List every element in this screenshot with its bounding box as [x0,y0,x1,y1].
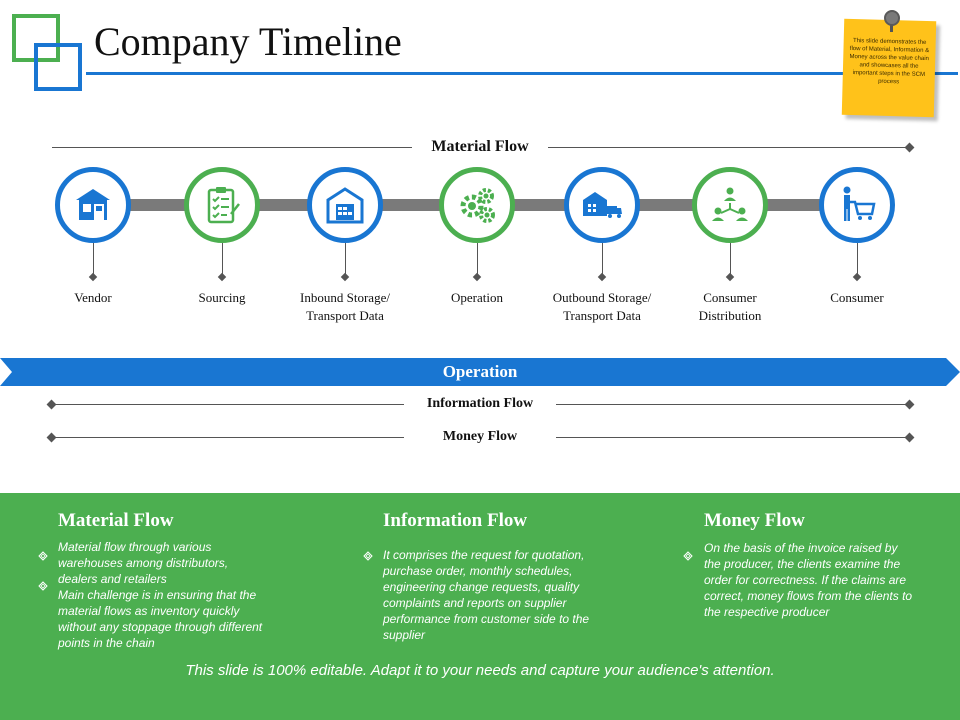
operation-banner [0,358,960,386]
vendor-label: Vendor [74,290,112,305]
consumer-distribution-node [692,167,768,243]
network-people-icon [712,187,748,221]
inbound-stem-dot [340,272,350,282]
information-flow-line-right [556,404,910,405]
bullet-diamond-icon [38,581,48,591]
clipboard-checklist-icon [207,187,240,224]
vendor-node [55,167,131,243]
information-flow-heading: Information Flow [383,510,528,531]
gears-icon [460,188,495,223]
consumer-stem-dot [852,272,862,282]
money-flow-label: Money Flow [442,429,518,444]
warehouse-truck-icon [583,192,622,218]
operation-stem-dot [472,272,482,282]
material-flow-label: Material Flow [431,138,529,155]
information-flow-label: Information Flow [426,396,534,411]
consumer-node [819,167,895,243]
title-underline [86,72,958,75]
material-flow-bullet-1: Material flow through various warehouses… [58,540,229,586]
inbound-stem [345,243,346,279]
operation-node [439,167,515,243]
pushpin-icon [884,10,900,26]
page-title: Company Timeline [94,19,402,64]
inbound-storage-label: Inbound Storage/ Transport Data [300,290,390,323]
sourcing-stem-dot [217,272,227,282]
bullet-diamond-icon [683,551,693,561]
inbound-storage-node [307,167,383,243]
sourcing-node [184,167,260,243]
bullet-diamond-icon [363,551,373,561]
outbound-storage-node [564,167,640,243]
outbound-storage-label: Outbound Storage/ Transport Data [552,290,652,323]
operation-banner-label: Operation [442,362,518,381]
distribution-stem-dot [725,272,735,282]
material-flow-arrow-end [904,142,915,153]
money-flow-bullet-1: On the basis of the invoice raised by th… [704,541,913,619]
distribution-stem [730,243,731,279]
information-flow-arrow-end [904,399,915,410]
vendor-stem-dot [88,272,98,282]
warehouse-icon [326,187,364,224]
logo-square-blue [34,43,82,91]
material-flow-heading: Material Flow [58,510,174,531]
operation-stem [477,243,478,279]
sourcing-stem [222,243,223,279]
store-icon [76,189,110,220]
material-flow-bullet-2: Main challenge is in ensuring that the m… [58,588,263,650]
vendor-stem [93,243,94,279]
bullet-diamond-icon [38,551,48,561]
consumer-stem [857,243,858,279]
money-flow-heading: Money Flow [704,510,805,531]
outbound-stem-dot [597,272,607,282]
consumer-label: Consumer [830,290,884,305]
information-flow-bullet-1: It comprises the request for quotation, … [383,548,590,642]
description-panel [0,493,960,720]
pin-stem [890,24,893,32]
information-flow-line-left [52,404,404,405]
money-flow-line-right [556,437,910,438]
money-flow-arrow-end [904,432,915,443]
money-flow-line-left [52,437,404,438]
consumer-distribution-label: Consumer Distribution [698,290,762,323]
outbound-stem [602,243,603,279]
shopper-cart-icon [843,186,876,221]
footer-note: This slide is 100% editable. Adapt it to… [185,662,775,679]
material-flow-line-right [548,147,910,148]
operation-label: Operation [451,290,503,305]
sourcing-label: Sourcing [198,290,246,305]
material-flow-line-left [52,147,412,148]
sticky-note: This slide demonstrates the flow of Mate… [841,18,937,118]
